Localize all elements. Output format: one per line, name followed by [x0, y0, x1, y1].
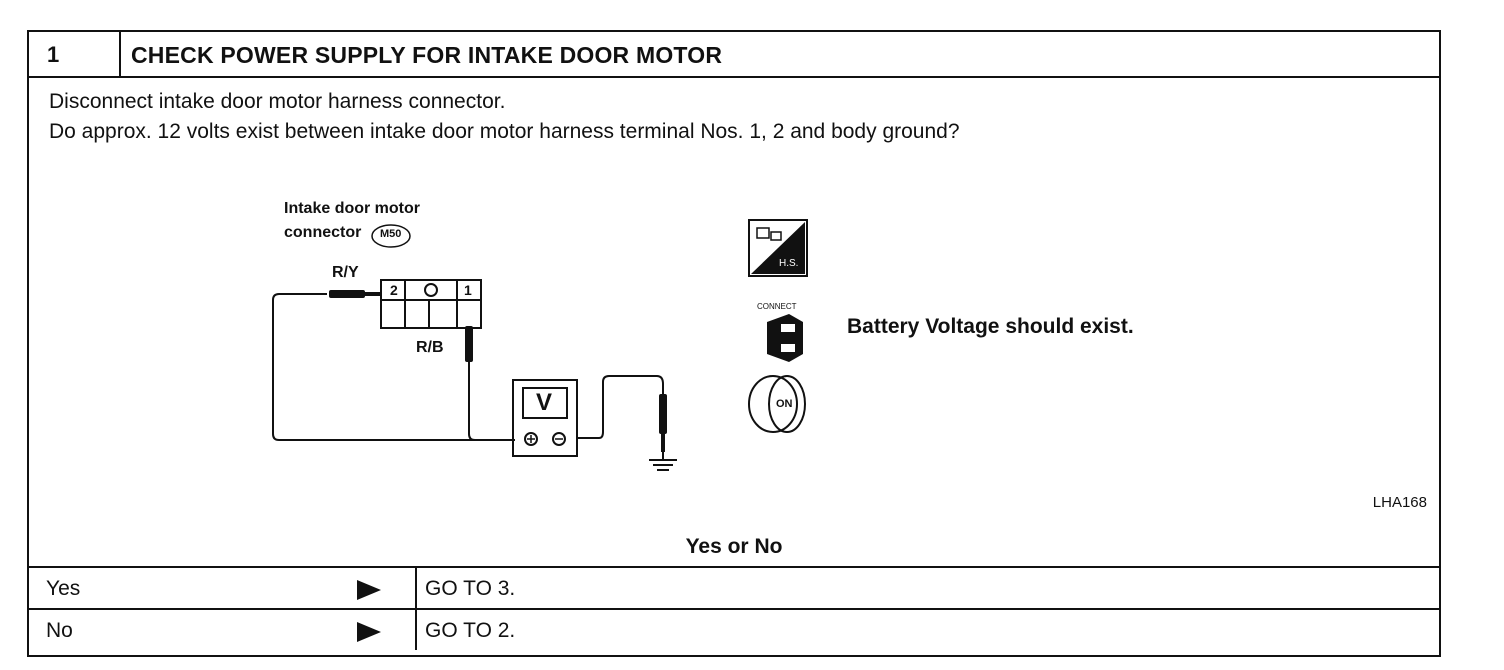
voltmeter-body — [512, 379, 578, 457]
outcome-row-no: No GO TO 2. — [29, 608, 1439, 650]
connector-code-badge — [371, 224, 411, 248]
unused-terminal — [424, 283, 438, 297]
connector-label-line2: connector — [284, 224, 362, 241]
hs-icon — [748, 219, 808, 277]
outcome-action: GO TO 2. — [425, 619, 516, 642]
connect-label: CONNECT — [757, 302, 797, 311]
outcome-answer: No — [46, 619, 73, 642]
probe-r-y — [329, 290, 365, 298]
outcome-row-yes: Yes GO TO 3. — [29, 566, 1439, 608]
wire-to-positive — [272, 293, 515, 441]
connector-label-line1: Intake door motor — [284, 200, 421, 217]
wire-label-r-b: R/B — [416, 339, 444, 356]
instruction-line-2: Do approx. 12 volts exist between intake… — [49, 120, 960, 143]
wire-to-ground — [577, 375, 664, 439]
connect-icon — [767, 314, 803, 362]
hs-label: H.S. — [779, 258, 799, 269]
connector-body — [380, 279, 482, 329]
arrow-right-icon — [357, 580, 381, 600]
on-label: ON — [776, 398, 793, 410]
voltmeter-display — [522, 387, 568, 419]
figure-code: LHA168 — [1372, 494, 1427, 511]
step-header: 1 CHECK POWER SUPPLY FOR INTAKE DOOR MOT… — [29, 32, 1439, 78]
question-label: Yes or No — [685, 535, 783, 558]
wire-label-r-y: R/Y — [332, 264, 359, 281]
probe-r-b — [465, 326, 473, 362]
voltmeter-symbol: V — [536, 389, 553, 416]
expected-result: Battery Voltage should exist. — [847, 315, 1134, 338]
ignition-on-icon — [748, 375, 806, 433]
terminal-1-label: 1 — [464, 282, 472, 298]
wiring-diagram — [272, 219, 808, 471]
instruction-line-1: Disconnect intake door motor harness con… — [49, 90, 506, 113]
outcome-answer: Yes — [46, 577, 81, 600]
step-title: CHECK POWER SUPPLY FOR INTAKE DOOR MOTOR — [131, 42, 723, 68]
connector-code: M50 — [380, 228, 402, 240]
procedure-table: 1 CHECK POWER SUPPLY FOR INTAKE DOOR MOT… — [27, 30, 1441, 657]
outcome-action: GO TO 3. — [425, 577, 516, 600]
step-number: 1 — [29, 32, 121, 76]
terminal-2-label: 2 — [390, 282, 398, 298]
arrow-right-icon — [357, 622, 381, 642]
wire-from-terminal-1 — [468, 328, 476, 441]
probe-ground — [659, 394, 667, 434]
